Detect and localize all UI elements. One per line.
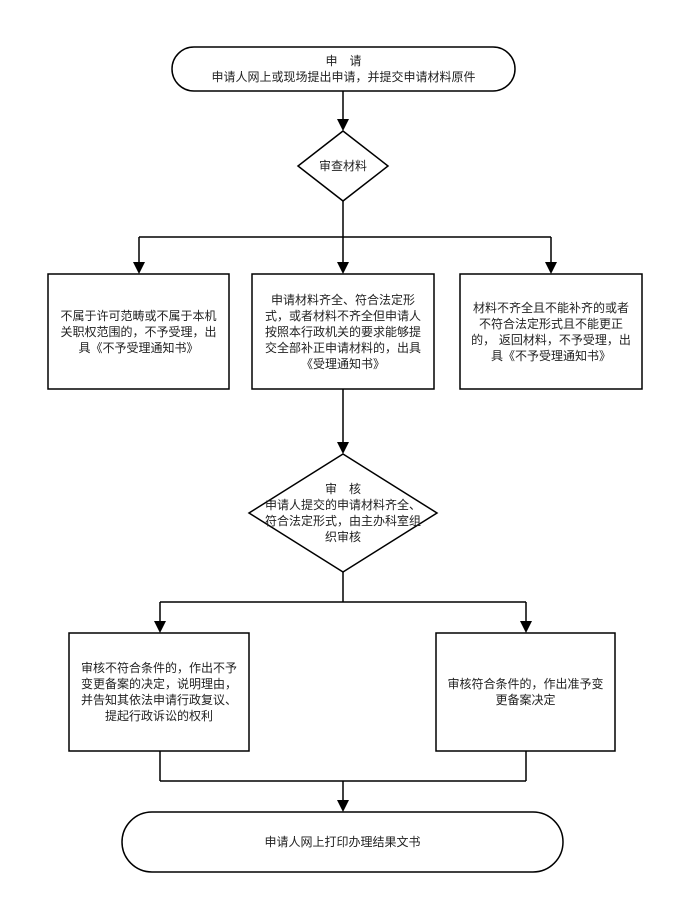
end-node-label: 申请人网上打印办理结果文书 (140, 814, 545, 870)
start-node-label: 申 请 申请人网上或现场提出申请，并提交申请材料原件 (180, 49, 507, 89)
audit-text: 申请人提交的申请材料齐全、符合法定形式，由主办科室组织审核 (264, 498, 421, 544)
connector-accept-to-audit (337, 389, 349, 454)
start-node-text: 申请人网上或现场提出申请，并提交申请材料原件 (211, 70, 476, 84)
accept-label: 申请材料齐全、符合法定形式，或者材料不齐全但申请人按照本行政机关的要求能够提交全… (262, 280, 424, 383)
start-node-title: 申 请 (325, 54, 362, 68)
approve-text: 审核符合条件的，作出准予变更备案决定 (447, 677, 604, 707)
end-node-text: 申请人网上打印办理结果文书 (264, 835, 421, 849)
deny-box (68, 632, 250, 752)
accept-text: 申请材料齐全、符合法定形式，或者材料不齐全但申请人按照本行政机关的要求能够提交全… (264, 292, 421, 371)
approve-box (435, 632, 616, 752)
connector-review-branch (133, 201, 557, 274)
audit-label: 审 核 申请人提交的申请材料齐全、符合法定形式，由主办科室组织审核 (264, 474, 422, 552)
reject-out-of-scope-box (47, 273, 230, 390)
connector-results-to-end (159, 751, 527, 812)
approve-label: 审核符合条件的，作出准予变更备案决定 (444, 640, 607, 744)
audit-title: 审 核 (324, 482, 361, 496)
connector-start-to-review (337, 91, 349, 131)
reject-out-of-scope-text: 不属于许可范畴或不属于本机关职权范围的，不予受理，出具《不予受理通知书》 (60, 308, 217, 355)
reject-incomplete-text: 材料不齐全且不能补齐的或者不符合法定形式且不能更正的， 返回材料，不予受理，出具… (471, 300, 631, 363)
review-materials-text: 审查材料 (318, 159, 367, 173)
deny-label: 审核不符合条件的，作出不予变更备案的决定，说明理由，并告知其依法申请行政复议、提… (77, 640, 241, 744)
connector-audit-branch (154, 572, 532, 633)
end-node (121, 811, 564, 873)
reject-incomplete-label: 材料不齐全且不能补齐的或者不符合法定形式且不能更正的， 返回材料，不予受理，出具… (470, 280, 632, 383)
review-materials-label: 审查材料 (300, 156, 386, 176)
reject-out-of-scope-label: 不属于许可范畴或不属于本机关职权范围的，不予受理，出具《不予受理通知书》 (58, 280, 219, 383)
reject-incomplete-box (459, 273, 643, 390)
deny-text: 审核不符合条件的，作出不予变更备案的决定，说明理由，并告知其依法申请行政复议、提… (80, 661, 237, 723)
